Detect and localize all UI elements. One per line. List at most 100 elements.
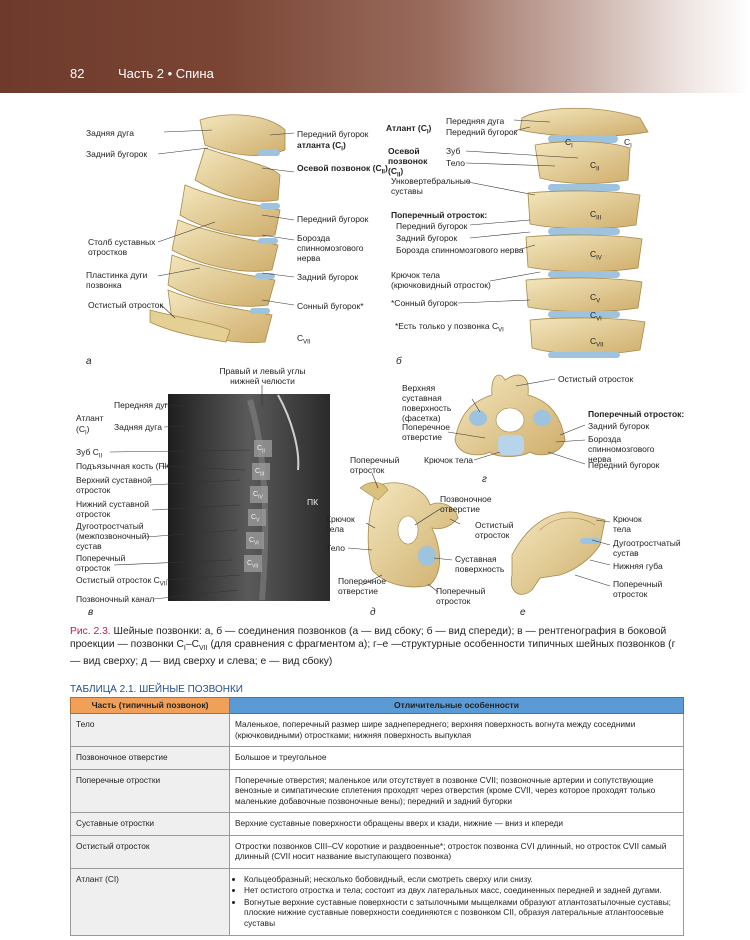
label-note-b: *Есть только у позвонка CVI: [395, 321, 504, 336]
label-uncovertebral-b: Унковертебральные суставы: [391, 176, 471, 196]
cell-desc: Верхние суставные поверхности обращены в…: [230, 813, 684, 836]
label-body-b: Тело: [446, 158, 465, 168]
panel-letter-g: г: [482, 474, 487, 485]
label-anterior-arch-v: Передняя дуга: [114, 400, 172, 410]
table-row: Позвоночное отверстие Большое и треуголь…: [71, 747, 684, 770]
label-transverse-d-top: Поперечный отросток: [350, 455, 402, 475]
label-posterior-tubercle-a: Задний бугорок: [297, 272, 358, 282]
label-posterior-tubercle-b: Задний бугорок: [396, 233, 457, 243]
label-axis-cii: Осевой позвонок (CII): [297, 163, 388, 178]
xray-label-c7: CVII: [247, 559, 258, 571]
panel-letter-b: б: [396, 356, 402, 367]
label-spinal-nerve-groove-a: Борозда спинномозгового нерва: [297, 233, 377, 263]
table-row: Поперечные отростки Поперечные отверстия…: [71, 769, 684, 813]
label-pk: ПК: [307, 497, 318, 507]
xray-label-c5: CV: [251, 513, 259, 525]
label-posterior-tubercle: Задний бугорок: [86, 149, 147, 159]
vertebra-label-c5: CV: [590, 292, 600, 307]
label-transverse-title-b: Поперечный отросток:: [391, 210, 487, 220]
label-spinous-process: Остистый отросток: [88, 300, 163, 310]
label-anterior-tubercle-g: Передний бугорок: [588, 460, 659, 470]
cell-part: Остистый отросток: [71, 835, 230, 868]
panel-a-spine-lateral: [150, 115, 285, 343]
vertebra-label-c1-right: CI: [624, 137, 632, 152]
figure-caption: Рис. 2.3. Шейные позвонки: а, б — соедин…: [70, 626, 685, 668]
cell-part: Позвоночное отверстие: [71, 747, 230, 770]
label-upper-articular: Верхний суставной отросток: [76, 475, 162, 495]
label-articular-pillar: Столб суставных отростков: [88, 237, 160, 257]
label-carotid-tubercle-a: Сонный бугорок*: [297, 301, 364, 311]
panel-letter-e: е: [520, 607, 526, 618]
label-lamina: Пластинка дуги позвонка: [86, 270, 158, 290]
header-features: Отличительные особенности: [230, 698, 684, 714]
label-transverse-foramen-d: Поперечное отверстие: [338, 576, 390, 596]
label-nerve-groove-b: Борозда спинномозгового нерва: [396, 245, 524, 255]
xray-label-c2: CII: [257, 444, 265, 456]
label-vertebral-canal: Позвоночный канал: [76, 594, 154, 604]
panel-letter-a: а: [86, 356, 92, 367]
label-transverse-d-bottom: Поперечный отросток: [436, 586, 486, 606]
figure-number: Рис. 2.3.: [70, 626, 111, 637]
cell-part: Суставные отростки: [71, 813, 230, 836]
label-anterior-tubercle-a: Передний бугорок: [297, 129, 368, 139]
label-atlas-b: Атлант (CI): [386, 123, 431, 138]
bullet-item: Нет остистого отростка и тела; состоит и…: [244, 885, 678, 896]
panel-e-vertebra-lateral: [511, 512, 605, 594]
label-zygapophyseal-e: Дугоотростчатый сустав: [613, 538, 685, 558]
xray-label-c6: CVI: [249, 536, 259, 548]
table-row: Остистый отросток Отростки позвонков CII…: [71, 835, 684, 868]
label-spinous-g: Остистый отросток: [558, 374, 633, 384]
xray-label-c4: CIV: [253, 490, 263, 502]
label-upper-facet-g: Верхняя суставная поверхность (фасетка): [402, 383, 474, 423]
cell-desc: Маленькое, поперечный размер шире заднеп…: [230, 714, 684, 747]
cell-part: Атлант (CI): [71, 868, 230, 936]
label-spinous-d: Остистый отросток: [475, 520, 525, 540]
label-uncinate-e: Крючок тела: [613, 514, 653, 534]
label-articular-surface-d: Суставная поверхность: [455, 554, 511, 574]
vertebra-label-c3: CIII: [590, 209, 601, 224]
header-part: Часть (типичный позвонок): [71, 698, 230, 714]
label-uncinate-d: Крючок тела: [326, 514, 366, 534]
bullet-item: Кольцеобразный; несколько бобовидный, ес…: [244, 874, 678, 885]
label-dens-v: Зуб CII: [76, 447, 102, 462]
vertebra-label-c4: CIV: [590, 249, 602, 264]
vertebrae-table: Часть (типичный позвонок) Отличительные …: [70, 697, 684, 936]
label-dens-b: Зуб: [446, 146, 460, 156]
vertebra-label-c1-left: CI: [565, 137, 573, 152]
label-transverse-title-g: Поперечный отросток:: [588, 409, 684, 419]
label-vertebral-foramen-d: Позвоночное отверстие: [440, 494, 500, 514]
table-row: Тело Маленькое, поперечный размер шире з…: [71, 714, 684, 747]
xray-label-c3: CIII: [255, 467, 264, 479]
label-posterior-tubercle-g: Задний бугорок: [588, 421, 649, 431]
panel-letter-v: в: [88, 607, 93, 618]
label-cvii-a: CVII: [297, 333, 310, 348]
label-posterior-arch-v: Задняя дуга: [114, 422, 162, 432]
label-uncinate-b: Крючок тела (крючковидный отросток): [391, 270, 496, 290]
table-header-row: Часть (типичный позвонок) Отличительные …: [71, 698, 684, 714]
label-zygapophyseal: Дугоотростчатый (межпозвоночный) сустав: [76, 521, 162, 551]
cell-part: Поперечные отростки: [71, 769, 230, 813]
panel-letter-d: д: [370, 607, 376, 618]
label-body-d: Тело: [326, 543, 345, 553]
table-title: ТАБЛИЦА 2.1. ШЕЙНЫЕ ПОЗВОНКИ: [70, 684, 243, 695]
label-anterior-tubercle-b: Передний бугорок: [446, 127, 517, 137]
label-mandible-angles: Правый и левый углы нижней челюсти: [215, 366, 310, 386]
atlas-bullets: Кольцеобразный; несколько бобовидный, ес…: [235, 874, 678, 929]
label-atlas-v: Атлант: [76, 413, 103, 423]
label-atlas-v-sub: (CI): [76, 424, 90, 439]
cell-desc: Поперечные отверстия; маленькое или отсу…: [230, 769, 684, 813]
label-hyoid: Подъязычная кость (ПК): [76, 461, 172, 471]
label-anterior-tubercle-a2: Передний бугорок: [297, 214, 368, 224]
vertebra-label-c2: CII: [590, 160, 599, 175]
label-atlas-ci: атланта (CI): [297, 140, 346, 155]
label-spinous-cvii: Остистый отросток CVII: [76, 575, 167, 590]
label-carotid-b: *Сонный бугорок: [391, 298, 458, 308]
label-transverse-foramen-g: Поперечное отверстие: [402, 422, 452, 442]
table-row: Атлант (CI) Кольцеобразный; несколько бо…: [71, 868, 684, 936]
bullet-item: Вогнутые верхние суставные поверхности с…: [244, 897, 678, 929]
cell-desc: Отростки позвонков CIII–CV короткие и ра…: [230, 835, 684, 868]
cell-part: Тело: [71, 714, 230, 747]
label-transverse-e: Поперечный отросток: [613, 579, 665, 599]
label-transverse-v: Поперечный отросток: [76, 553, 128, 573]
vertebra-label-c6: CVI: [590, 310, 602, 325]
